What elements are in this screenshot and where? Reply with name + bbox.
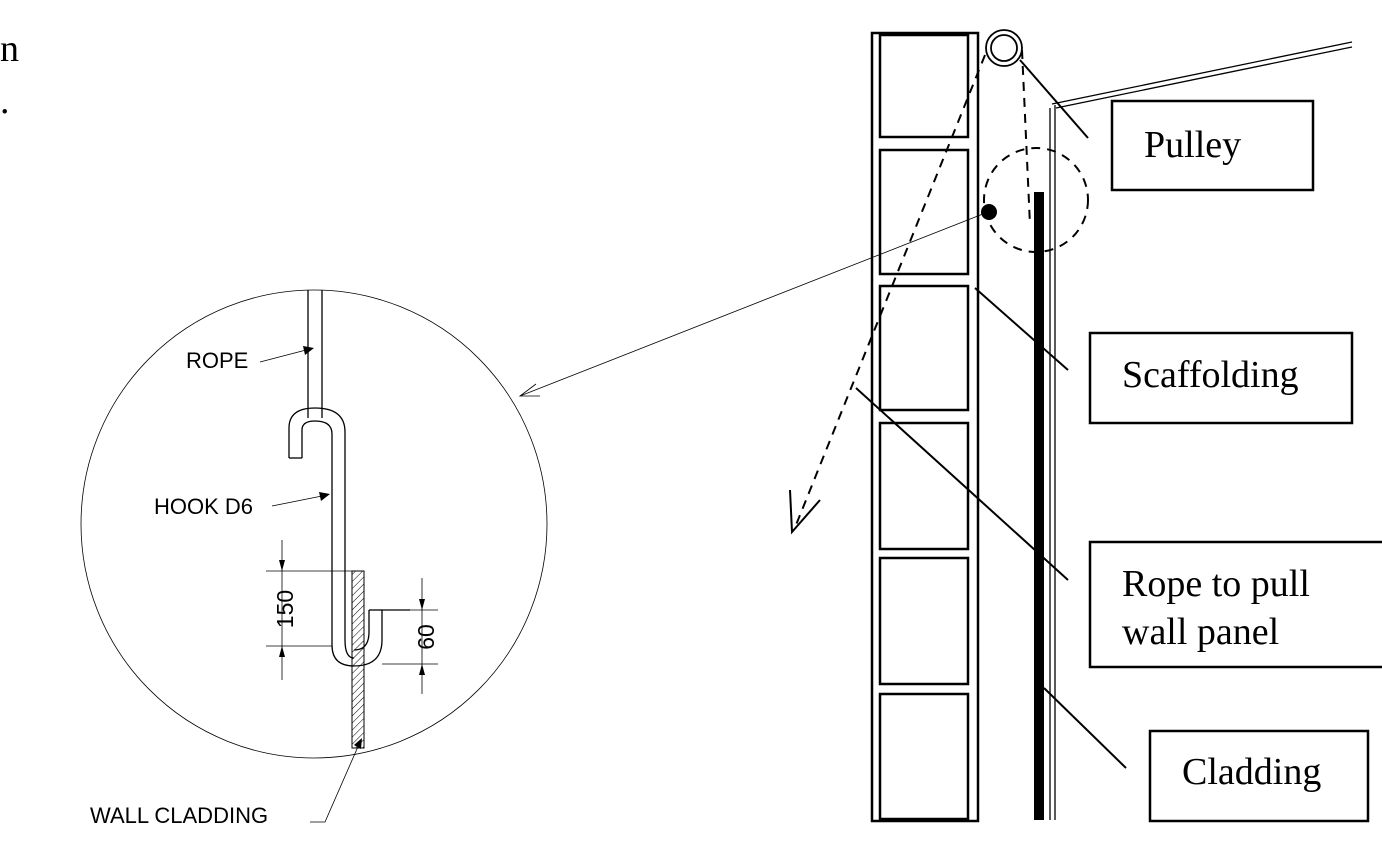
callout-scaffolding: Scaffolding — [1088, 331, 1354, 425]
dimension-150: 150 — [266, 540, 352, 680]
callout-rope: Rope to pull wall panel — [1088, 540, 1382, 669]
callout-cladding: Cladding — [1148, 729, 1370, 823]
callout-cladding-text: Cladding — [1182, 751, 1321, 793]
pull-rope-dashed — [789, 49, 1031, 535]
rope-label-group: ROPE — [186, 346, 314, 373]
dimension-60-label: 60 — [413, 624, 439, 650]
edge-text-fragment-second: . — [0, 80, 10, 122]
dimension-60: 60 — [382, 578, 439, 694]
wall-cladding-section — [351, 570, 365, 749]
detail-marker-circle — [983, 147, 1089, 253]
rope-in-detail — [307, 290, 323, 418]
detail-view: 150 60 ROPE HOOK D6 — [80, 289, 548, 828]
hook-d6-shape — [288, 407, 355, 659]
wall-cladding-label: WALL CLADDING — [90, 803, 268, 828]
callout-rope-text-line2: wall panel — [1122, 611, 1279, 653]
hook-label-group: HOOK D6 — [154, 492, 330, 519]
callout-scaffolding-text: Scaffolding — [1122, 354, 1299, 396]
wall-cladding-label-group: WALL CLADDING — [90, 738, 362, 828]
dimension-150-label: 150 — [272, 590, 298, 628]
callout-pulley: Pulley — [1110, 99, 1315, 192]
cladding-panel — [1034, 192, 1044, 820]
callout-pulley-text: Pulley — [1144, 124, 1241, 166]
pulley-wheel — [985, 29, 1023, 67]
hook-d6-label: HOOK D6 — [154, 494, 253, 519]
rope-label: ROPE — [186, 348, 248, 373]
detail-marker-dot — [981, 204, 997, 220]
hook-d6-inner — [301, 420, 410, 667]
callout-rope-text-line1: Rope to pull — [1122, 563, 1310, 605]
callout-leaders — [855, 59, 1127, 769]
scaffolding-frame — [870, 31, 980, 823]
edge-text-fragment-top: n — [0, 28, 19, 70]
detail-circle — [80, 289, 548, 759]
detail-pointer-arrow — [518, 211, 989, 397]
building-wall-lines — [1049, 41, 1353, 820]
